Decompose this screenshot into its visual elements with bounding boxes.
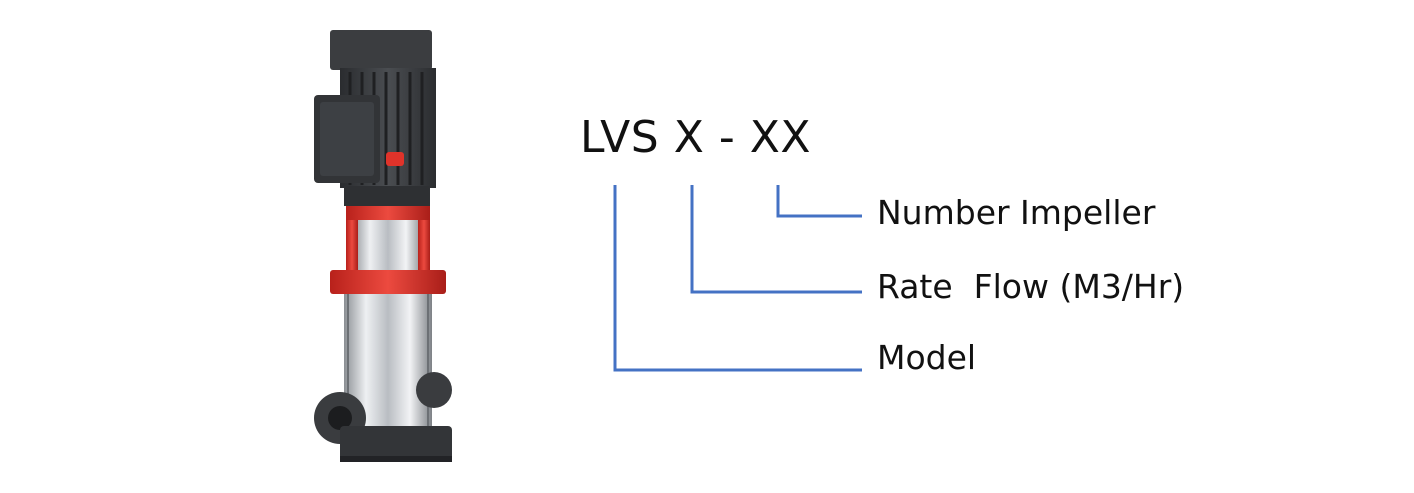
connector-impeller (776, 185, 862, 218)
connector-flow (690, 185, 862, 294)
label-model: Model (877, 338, 977, 377)
label-number-impeller: Number Impeller (877, 193, 1156, 232)
label-rate-flow: Rate Flow (M3/Hr) (877, 267, 1185, 306)
model-code: LVS X - XX (580, 112, 811, 163)
connector-model (613, 185, 862, 372)
